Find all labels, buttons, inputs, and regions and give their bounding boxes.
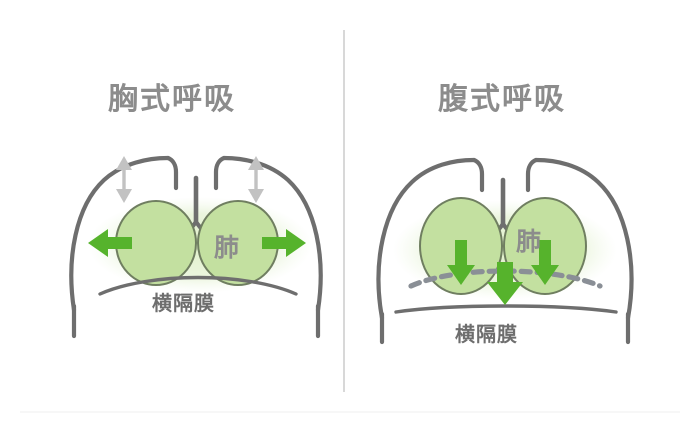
diaphragm-label-left-panel: 横隔膜: [152, 291, 215, 315]
clavicle-right: [213, 155, 227, 191]
clavicle-left: [165, 155, 179, 191]
lung-expand-arrow-left: [88, 229, 132, 257]
ribcage-left-outline: [69, 155, 171, 313]
diaphragm-flattened-line: [394, 304, 618, 314]
panel-title-abdominal-breathing: 腹式呼吸: [438, 82, 566, 117]
diaphragm-label-right-panel: 横隔膜: [455, 322, 518, 346]
ribcage-left-outline: [376, 157, 477, 321]
clavicle-right: [525, 157, 539, 193]
panel-title-chest-breathing: 胸式呼吸: [108, 82, 236, 117]
rib-expand-arrow-right: [248, 156, 264, 203]
lung-descend-arrow-right: [531, 240, 559, 285]
ribcage-right-outline: [533, 157, 634, 321]
chest-breathing-diagram: [69, 155, 323, 339]
lung-label-left-panel: 肺: [214, 233, 240, 262]
diaphragm-descend-arrow: [487, 262, 523, 305]
ribcage-right-outline: [221, 155, 323, 313]
lung-descend-arrow-left: [447, 240, 475, 285]
lung-label-right-panel: 肺: [516, 227, 542, 256]
diaphragm-curve: [98, 275, 298, 296]
rib-expand-arrow-left: [116, 156, 132, 203]
clavicle-left: [471, 157, 485, 193]
abdominal-breathing-diagram: [376, 157, 634, 345]
lung-expand-arrow-right: [262, 229, 306, 257]
